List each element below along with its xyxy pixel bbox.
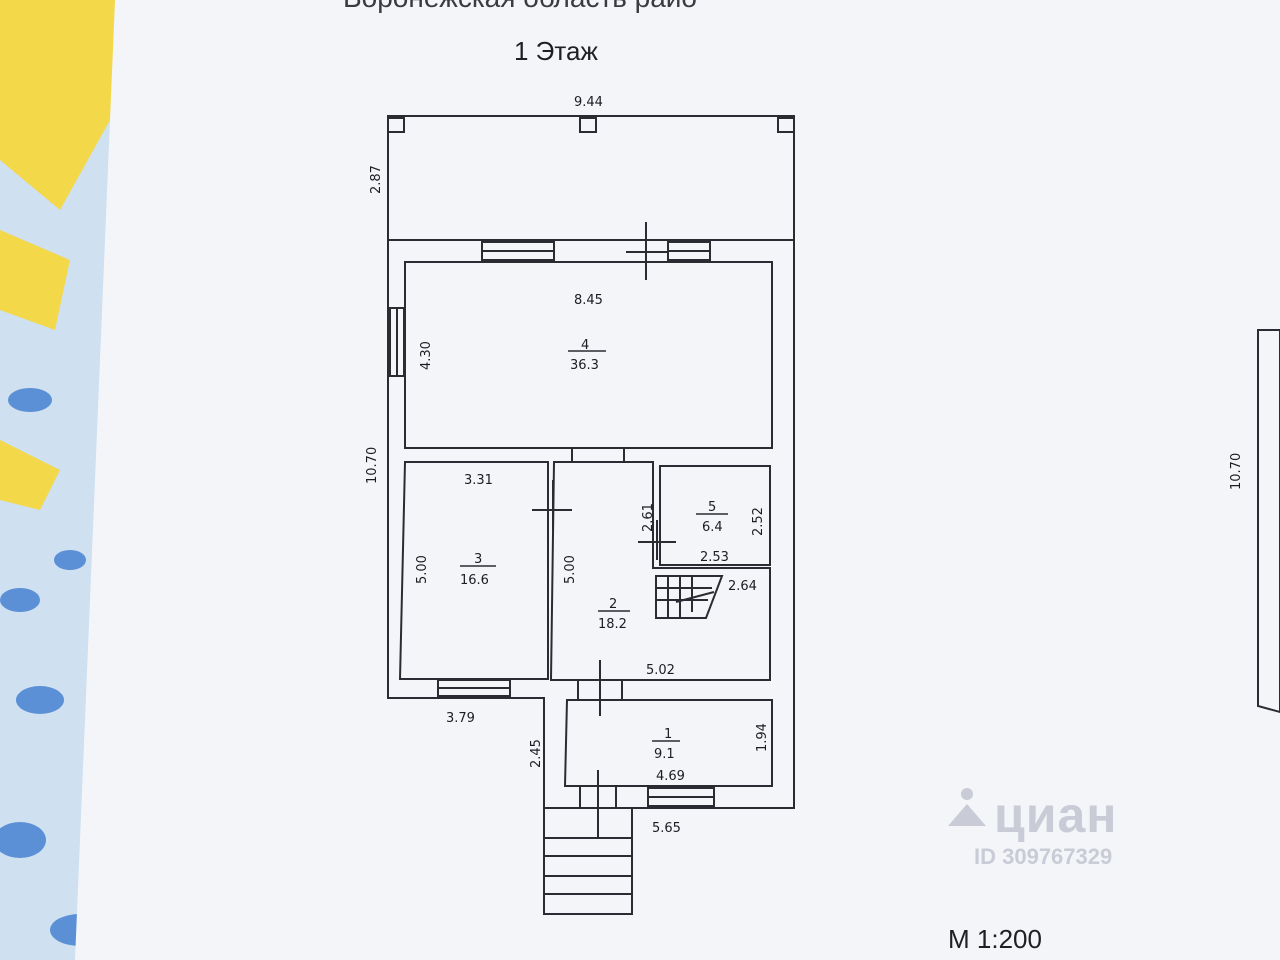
watermark-id: ID 309767329 — [974, 844, 1113, 869]
room-4-width: 8.45 — [574, 293, 603, 308]
room-2-height: 5.00 — [563, 555, 578, 584]
room-5-width: 2.53 — [700, 550, 729, 565]
right-sheet-edge — [1257, 329, 1280, 714]
room-4-number: 4 — [581, 338, 589, 353]
floor-label: 1 Этаж — [514, 36, 598, 66]
room-2-width: 5.02 — [646, 663, 675, 678]
room-3-area: 16.6 — [460, 573, 489, 588]
dim-bottom-right: 5.65 — [652, 821, 681, 836]
room-1-number: 1 — [664, 727, 672, 742]
watermark-brand: циан — [994, 787, 1118, 843]
watermark-logo-icon — [948, 788, 986, 826]
dim-left-height: 10.70 — [365, 447, 380, 484]
room-1-width: 4.69 — [656, 769, 685, 784]
room-2-number: 2 — [609, 597, 617, 612]
room-5-height: 2.52 — [751, 507, 766, 536]
room-5-area: 6.4 — [702, 520, 723, 535]
room-fraction-bars — [460, 350, 728, 742]
room-1-area: 9.1 — [654, 747, 675, 762]
page-title: Воронежская область райо — [0, 0, 1040, 14]
room-2-area: 18.2 — [598, 617, 627, 632]
room-1-height: 1.94 — [755, 723, 770, 752]
room-4-area: 36.3 — [570, 358, 599, 373]
paper-sheet — [75, 0, 1280, 960]
room-3-width: 3.31 — [464, 473, 493, 488]
dim-bottom-left: 3.79 — [446, 711, 475, 726]
dim-right-edge-height: 10.70 — [1229, 453, 1244, 490]
room-3-number: 3 — [474, 552, 482, 567]
dim-porch-depth: 2.45 — [529, 739, 544, 768]
building-walls — [387, 115, 795, 915]
hall-partition-dim: 2.61 — [641, 503, 656, 532]
room-5-number: 5 — [708, 500, 716, 515]
room-3-height: 5.00 — [415, 555, 430, 584]
stair-width-dim: 2.64 — [728, 579, 757, 594]
room-4-height: 4.30 — [419, 341, 434, 370]
dim-top-width: 9.44 — [574, 95, 603, 110]
scale-label: М 1:200 — [948, 924, 1042, 954]
dim-terrace-depth: 2.87 — [369, 165, 384, 194]
